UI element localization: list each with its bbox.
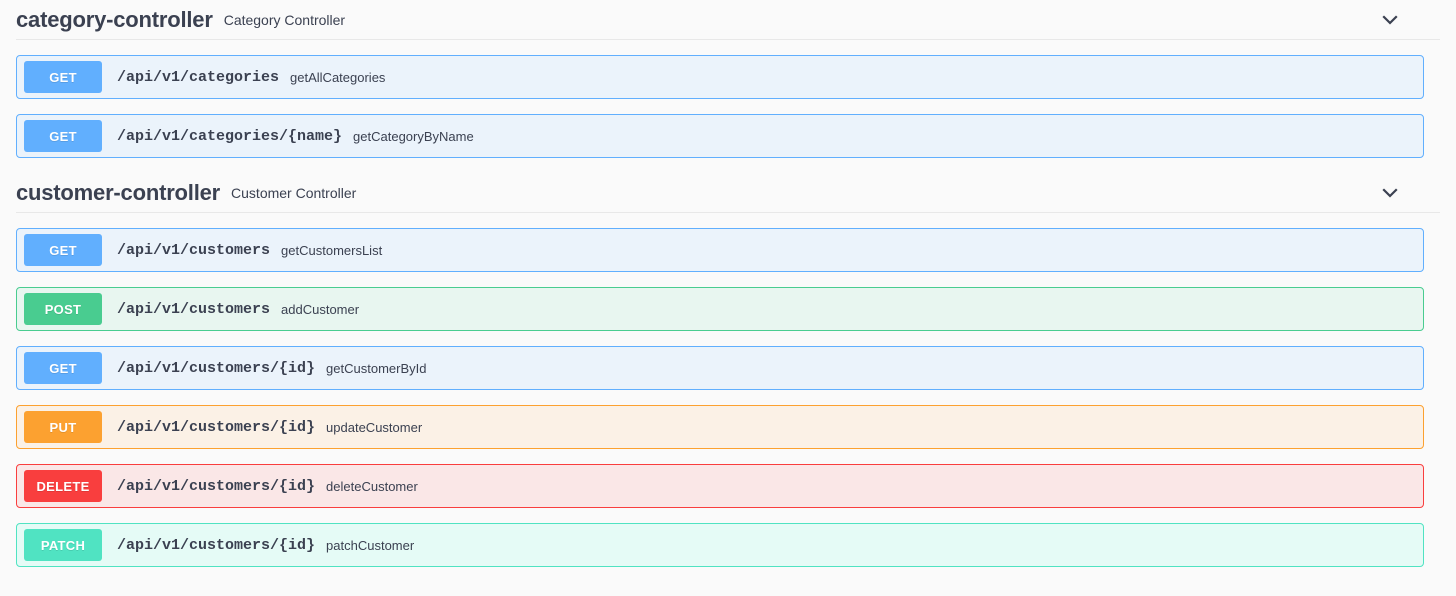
- operation-path: /api/v1/customers: [117, 300, 271, 318]
- http-method-badge-get: GET: [24, 234, 102, 266]
- operation-path: /api/v1/customers/{id}: [117, 536, 316, 554]
- operation-row-get-/api/v1/customers/{id}[interactable]: GET /api/v1/customers/{id} getCustomerBy…: [16, 346, 1424, 390]
- http-method-badge-patch: PATCH: [24, 529, 102, 561]
- operation-summary: getCustomersList: [281, 242, 383, 258]
- tag-description: Customer Controller: [231, 184, 357, 201]
- operation-summary: patchCustomer: [326, 537, 415, 553]
- operation-summary: addCustomer: [281, 301, 360, 317]
- operation-summary: getCustomerById: [326, 360, 427, 376]
- tag-description: Category Controller: [223, 11, 346, 28]
- operation-summary: getAllCategories: [290, 69, 386, 85]
- operation-path: /api/v1/customers/{id}: [117, 477, 316, 495]
- operation-summary: updateCustomer: [326, 419, 423, 435]
- operation-row-patch-/api/v1/customers/{id}[interactable]: PATCH /api/v1/customers/{id} patchCustom…: [16, 523, 1424, 567]
- operation-row-post-/api/v1/customers[interactable]: POST /api/v1/customers addCustomer: [16, 287, 1424, 331]
- operation-row-put-/api/v1/customers/{id}[interactable]: PUT /api/v1/customers/{id} updateCustome…: [16, 405, 1424, 449]
- operation-row-get-/api/v1/categories/{name}[interactable]: GET /api/v1/categories/{name} getCategor…: [16, 114, 1424, 158]
- operations-list: GET /api/v1/categories getAllCategories …: [0, 55, 1456, 158]
- http-method-badge-get: GET: [24, 352, 102, 384]
- tag-header-category-controller[interactable]: category-controller Category Controller: [16, 0, 1440, 40]
- operation-row-get-/api/v1/customers[interactable]: GET /api/v1/customers getCustomersList: [16, 228, 1424, 272]
- operation-path: /api/v1/categories: [117, 68, 280, 86]
- http-method-badge-get: GET: [24, 120, 102, 152]
- operation-summary: getCategoryByName: [353, 128, 474, 144]
- http-method-badge-put: PUT: [24, 411, 102, 443]
- operation-path: /api/v1/categories/{name}: [117, 127, 343, 145]
- operation-path: /api/v1/customers: [117, 241, 271, 259]
- tag-sections-container: category-controller Category Controller …: [0, 0, 1456, 567]
- operations-list: GET /api/v1/customers getCustomersList P…: [0, 228, 1456, 567]
- operation-path: /api/v1/customers/{id}: [117, 418, 316, 436]
- chevron-down-icon[interactable]: [1380, 10, 1400, 30]
- tag-title: category-controller: [16, 6, 213, 32]
- operation-row-delete-/api/v1/customers/{id}[interactable]: DELETE /api/v1/customers/{id} deleteCust…: [16, 464, 1424, 508]
- tag-section-category-controller: category-controller Category Controller …: [0, 0, 1456, 158]
- http-method-badge-get: GET: [24, 61, 102, 93]
- http-method-badge-delete: DELETE: [24, 470, 102, 502]
- tag-title: customer-controller: [16, 179, 221, 205]
- tag-section-customer-controller: customer-controller Customer Controller …: [0, 173, 1456, 567]
- operation-row-get-/api/v1/categories[interactable]: GET /api/v1/categories getAllCategories: [16, 55, 1424, 99]
- chevron-down-icon[interactable]: [1380, 183, 1400, 203]
- operation-summary: deleteCustomer: [326, 478, 418, 494]
- http-method-badge-post: POST: [24, 293, 102, 325]
- operation-path: /api/v1/customers/{id}: [117, 359, 316, 377]
- tag-header-customer-controller[interactable]: customer-controller Customer Controller: [16, 173, 1440, 213]
